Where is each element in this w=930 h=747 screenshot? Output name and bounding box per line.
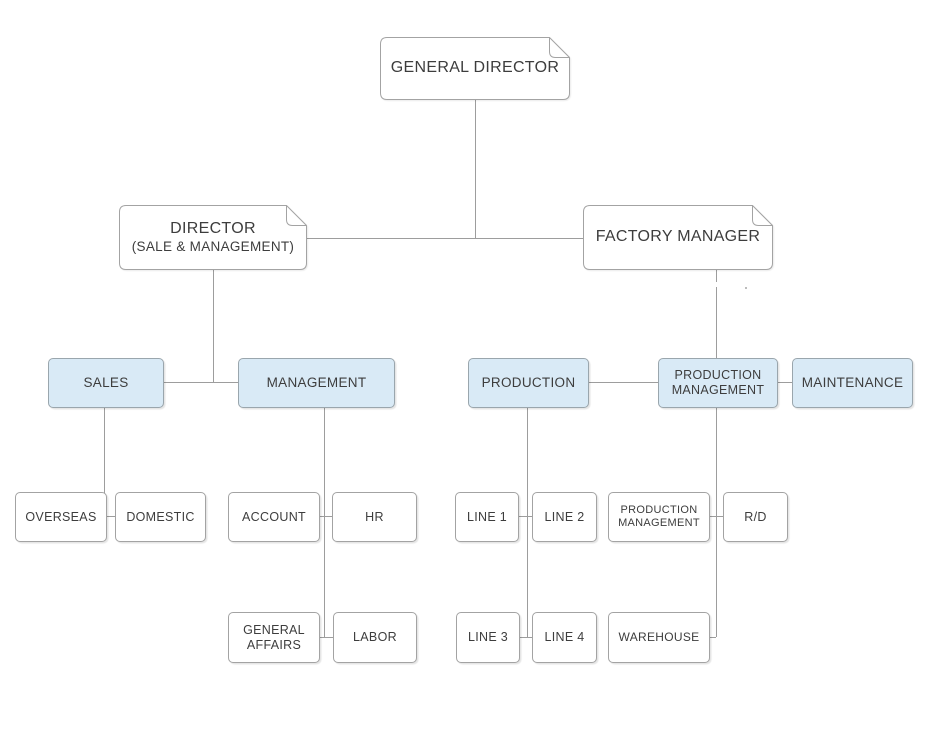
node-management[interactable]: MANAGEMENT [238,358,395,408]
connector-factory-manager-down-upper [716,270,717,282]
node-production-management[interactable]: PRODUCTION MANAGEMENT [658,358,778,408]
connector-general-director-down [475,100,476,238]
node-label: OVERSEAS [25,509,97,524]
node-director[interactable]: DIRECTOR (SALE & MANAGEMENT) [119,205,307,270]
connector-director-factory-manager [307,238,583,239]
node-warehouse[interactable]: WAREHOUSE [608,612,710,663]
node-maintenance[interactable]: MAINTENANCE [792,358,913,408]
node-factory-manager[interactable]: FACTORY MANAGER [583,205,773,270]
node-label: LINE 1 [466,509,507,524]
node-hr[interactable]: HR [332,492,417,542]
node-label: MANAGEMENT [266,375,367,391]
node-label: GENERAL DIRECTOR [390,59,560,77]
node-sales[interactable]: SALES [48,358,164,408]
connector-general-affairs-labor [318,637,333,638]
node-account[interactable]: ACCOUNT [228,492,320,542]
connector-production-management-maintenance [777,382,792,383]
folded-corner-icon [119,205,307,270]
node-label: MAINTENANCE [801,375,904,391]
connector-production-down [527,406,528,637]
node-sublabel: AFFAIRS [246,637,302,652]
node-line-4[interactable]: LINE 4 [532,612,597,663]
connector-overseas-domestic [104,516,115,517]
node-line-3[interactable]: LINE 3 [456,612,520,663]
node-overseas[interactable]: OVERSEAS [15,492,107,542]
node-label: DOMESTIC [126,509,195,524]
connector-pmdept-rd [708,516,723,517]
connector-account-hr [318,516,333,517]
node-domestic[interactable]: DOMESTIC [115,492,206,542]
node-label: HR [365,509,384,524]
connector-director-down [213,270,214,382]
node-label: SALES [83,375,129,391]
connector-line3-line4 [518,637,532,638]
node-label: WAREHOUSE [618,630,700,645]
node-line-1[interactable]: LINE 1 [455,492,519,542]
node-label: LINE 4 [544,630,585,645]
connector-sales-management [162,382,238,383]
connector-factory-manager-down-lower [716,287,717,358]
node-label: DIRECTOR [170,220,256,238]
node-label: FACTORY MANAGER [595,228,761,246]
node-sublabel: (SALE & MANAGEMENT) [131,238,295,254]
node-label: PRODUCTION [620,504,698,517]
node-labor[interactable]: LABOR [333,612,417,663]
node-label: ACCOUNT [242,509,306,524]
node-label: R/D [744,509,767,524]
connector-production-production-management [587,382,658,383]
node-label: LINE 2 [544,509,585,524]
node-general-director[interactable]: GENERAL DIRECTOR [380,37,570,100]
folded-corner-icon [583,205,773,270]
folded-corner-icon [380,37,570,100]
node-sublabel: MANAGEMENT [618,517,700,529]
node-production[interactable]: PRODUCTION [468,358,589,408]
node-label: GENERAL [243,622,305,637]
stray-dot-artifact [745,287,747,289]
node-line-2[interactable]: LINE 2 [532,492,597,542]
node-label: PRODUCTION [674,368,762,383]
node-label: LINE 3 [467,630,508,645]
connector-line1-line2 [518,516,532,517]
connector-sales-down [104,406,105,516]
connector-production-management-down [716,406,717,637]
connector-management-down [324,406,325,637]
connector-warehouse-elbow [708,637,716,638]
node-sublabel: MANAGEMENT [671,383,765,397]
node-production-management-dept[interactable]: PRODUCTION MANAGEMENT [608,492,710,542]
node-general-affairs[interactable]: GENERAL AFFAIRS [228,612,320,663]
node-rd[interactable]: R/D [723,492,788,542]
node-label: PRODUCTION [481,375,576,391]
node-label: LABOR [353,630,397,645]
